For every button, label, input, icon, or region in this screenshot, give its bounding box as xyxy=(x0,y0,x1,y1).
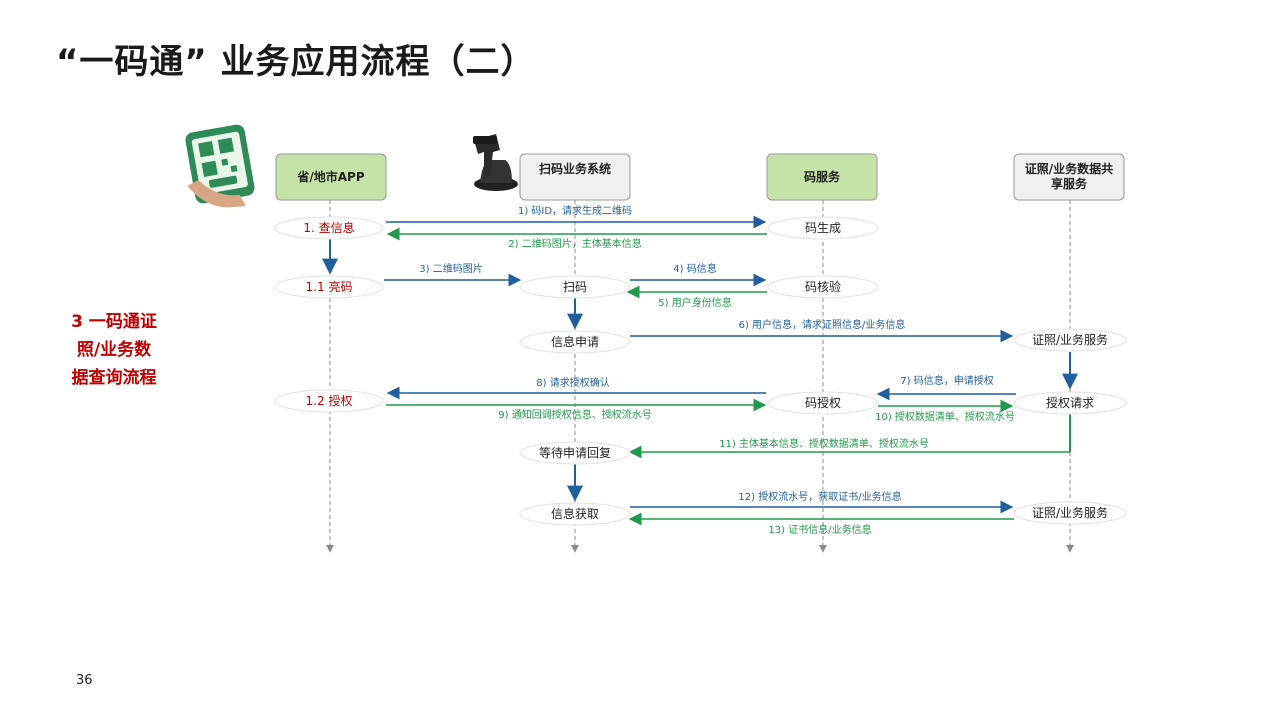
step-show-code-label: 1.1 亮码 xyxy=(306,279,353,294)
step-cert-service-1: 证照/业务服务 xyxy=(1013,328,1127,352)
actor-scan-system: 扫码业务系统 xyxy=(519,153,631,201)
message-label-7: 7) 码信息，申请授权 xyxy=(900,374,993,387)
actor-scan-system-label: 扫码业务系统 xyxy=(539,161,611,176)
message-label-9: 9) 通知回调授权信息、授权流水号 xyxy=(498,408,651,421)
actor-code-service-label: 码服务 xyxy=(804,169,841,184)
step-auth-request-label: 授权请求 xyxy=(1046,395,1094,410)
step-info-fetch-label: 信息获取 xyxy=(551,506,599,521)
step-code-authorize-label: 码授权 xyxy=(805,395,841,410)
step-code-verify: 码核验 xyxy=(767,275,879,299)
step-code-generate-label: 码生成 xyxy=(805,221,841,235)
message-label-1: 1) 码ID，请求生成二维码 xyxy=(518,204,632,217)
barcode-scanner-icon xyxy=(473,134,518,191)
actor-cert-service-label-line-2: 享服务 xyxy=(1051,176,1088,191)
message-labels: 1) 码ID，请求生成二维码 2) 二维码图片，主体基本信息 3) 二维码图片 … xyxy=(419,204,1015,536)
activation-arrows xyxy=(322,238,1078,502)
step-cert-service-2-label: 证照/业务服务 xyxy=(1032,505,1108,520)
actor-app-label: 省/地市APP xyxy=(296,169,364,184)
step-authorize: 1.2 授权 xyxy=(274,389,384,413)
actor-cert-service: 证照/业务数据共 享服务 xyxy=(1013,153,1125,201)
message-label-12: 12) 授权流水号，获取证书/业务信息 xyxy=(738,490,901,503)
step-show-code: 1.1 亮码 xyxy=(274,275,384,299)
message-label-5: 5) 用户身份信息 xyxy=(658,296,731,309)
step-info-fetch: 信息获取 xyxy=(519,502,631,526)
message-label-11: 11) 主体基本信息、授权数据清单、授权流水号 xyxy=(719,437,929,450)
phone-qr-icon xyxy=(185,124,255,208)
message-label-2: 2) 二维码图片，主体基本信息 xyxy=(508,237,641,250)
actor-cert-service-label-line-1: 证照/业务数据共 xyxy=(1025,161,1113,176)
flow-section-label: 3 一码通证 照/业务数 据查询流程 xyxy=(52,308,176,392)
step-cert-service-2: 证照/业务服务 xyxy=(1013,501,1127,525)
step-info-apply: 信息申请 xyxy=(519,330,631,354)
step-query-info: 1. 查信息 xyxy=(274,216,384,240)
message-arrows xyxy=(384,215,1070,526)
step-query-info-label: 1. 查信息 xyxy=(303,220,354,235)
step-info-apply-label: 信息申请 xyxy=(551,334,599,349)
actor-app: 省/地市APP xyxy=(275,153,387,201)
step-code-authorize: 码授权 xyxy=(767,391,879,415)
step-scan-label: 扫码 xyxy=(563,280,587,294)
message-label-3: 3) 二维码图片 xyxy=(419,262,482,275)
message-label-13: 13) 证书信息/业务信息 xyxy=(768,523,871,536)
message-label-10: 10) 授权数据清单、授权流水号 xyxy=(875,410,1015,423)
step-code-generate: 码生成 xyxy=(767,216,879,240)
step-wait-reply: 等待申请回复 xyxy=(519,441,631,465)
message-label-8: 8) 请求授权确认 xyxy=(536,376,609,389)
message-label-4: 4) 码信息 xyxy=(673,262,716,275)
step-auth-request: 授权请求 xyxy=(1013,391,1127,415)
page-title: “一码通” 业务应用流程（二） xyxy=(56,42,536,82)
step-scan: 扫码 xyxy=(519,275,631,299)
page-number: 36 xyxy=(76,673,93,688)
actor-code-service: 码服务 xyxy=(766,153,878,201)
step-code-verify-label: 码核验 xyxy=(805,279,841,294)
step-authorize-label: 1.2 授权 xyxy=(306,393,353,408)
message-label-6: 6) 用户信息，请求证照信息/业务信息 xyxy=(739,318,906,331)
flow-section-label-line-1: 3 一码通证 xyxy=(71,312,157,332)
flow-section-label-line-3: 据查询流程 xyxy=(71,368,157,388)
step-cert-service-1-label: 证照/业务服务 xyxy=(1032,332,1108,347)
flow-section-label-line-2: 照/业务数 xyxy=(76,340,152,360)
step-wait-reply-label: 等待申请回复 xyxy=(539,446,611,460)
